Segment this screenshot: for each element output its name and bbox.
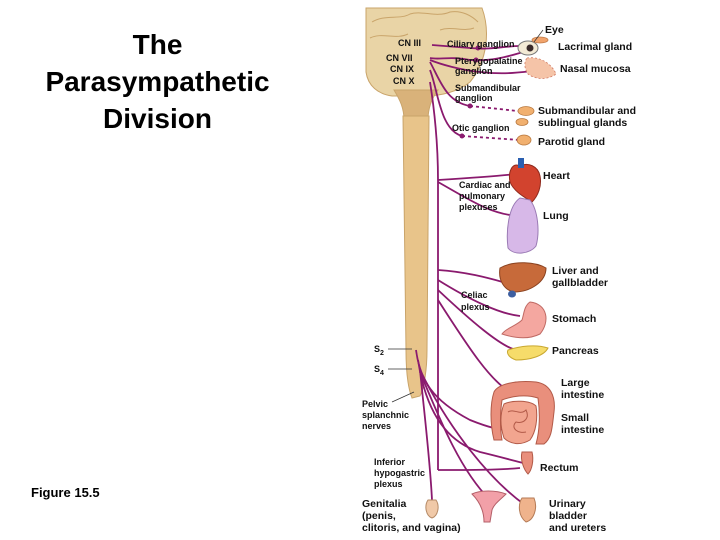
otic-postganglionic bbox=[461, 135, 521, 141]
genitalia-icon bbox=[425, 499, 439, 519]
large-intestine-label-1: Large bbox=[561, 377, 590, 389]
parotid-label: Parotid gland bbox=[538, 136, 605, 148]
lung-icon bbox=[506, 197, 539, 254]
vagus-intestine-branch bbox=[437, 299, 511, 393]
stomach-icon bbox=[501, 301, 547, 339]
submandibular-ganglion-node bbox=[467, 103, 473, 109]
cn9-nerve bbox=[429, 69, 463, 137]
sacral-outflow-6 bbox=[437, 467, 521, 471]
pelvic-splanchnic-label-1: Pelvic bbox=[362, 399, 388, 409]
celiac-plexus-label-1: Celiac bbox=[461, 290, 488, 300]
brain bbox=[365, 7, 487, 97]
eye-pupil-icon bbox=[526, 44, 534, 52]
urinary-label-2: bladder bbox=[549, 510, 587, 522]
s4-label: S4 bbox=[374, 364, 384, 377]
cn7-nerve-submandibular bbox=[429, 61, 471, 107]
hypogastric-label-3: plexus bbox=[374, 479, 403, 489]
otic-ganglion-label: Otic ganglion bbox=[452, 123, 510, 133]
genitalia-label-3: clitoris, and vagina) bbox=[362, 522, 461, 534]
urinary-bladder-icon bbox=[518, 497, 537, 523]
celiac-plexus-label-2: plexus bbox=[461, 302, 490, 312]
small-intestine-coils bbox=[507, 409, 528, 433]
ciliary-ganglion-label: Ciliary ganglion bbox=[447, 39, 515, 49]
sublingual-gland-icon bbox=[515, 118, 529, 126]
hypogastric-label-2: hypogastric bbox=[374, 468, 425, 478]
submandibular-ganglion-label-1: Submandibular bbox=[455, 83, 521, 93]
cardiac-plexus-label-2: pulmonary bbox=[459, 191, 505, 201]
parotid-gland-icon bbox=[516, 134, 532, 146]
cn7-label: CN VII bbox=[386, 53, 413, 63]
submandibular-gland-icon bbox=[517, 106, 535, 116]
submandibular-glands-label-1: Submandibular and bbox=[538, 105, 636, 117]
nasal-mucosa-label: Nasal mucosa bbox=[560, 63, 631, 75]
cn3-label: CN III bbox=[398, 38, 421, 48]
cardiac-plexus-label-1: Cardiac and bbox=[459, 180, 511, 190]
s2-label: S2 bbox=[374, 344, 384, 357]
cn3-nerve bbox=[431, 44, 521, 50]
spinal-cord bbox=[402, 115, 430, 399]
stomach-label: Stomach bbox=[552, 313, 596, 325]
pelvic-splanchnic-pointer bbox=[391, 391, 415, 403]
large-intestine-label-2: intestine bbox=[561, 389, 604, 401]
small-intestine-label-2: intestine bbox=[561, 424, 604, 436]
heart-vessel-icon bbox=[518, 158, 524, 168]
sacral-outflow-4 bbox=[419, 371, 491, 501]
submandibular-postganglionic bbox=[469, 105, 526, 113]
title-line-3: Division bbox=[103, 103, 212, 134]
liver-label-2: gallbladder bbox=[552, 277, 608, 289]
lacrimal-gland-icon bbox=[531, 36, 549, 44]
large-intestine-icon bbox=[490, 381, 555, 445]
pelvic-splanchnic-label-3: nerves bbox=[362, 421, 391, 431]
nasal-mucosa-icon bbox=[524, 57, 557, 79]
cn9-label: CN IX bbox=[390, 64, 414, 74]
genitalia-label-1: Genitalia bbox=[362, 498, 407, 510]
urinary-label-1: Urinary bbox=[549, 498, 586, 510]
liver-label-1: Liver and bbox=[552, 265, 599, 277]
cn7-nerve-nasal bbox=[429, 59, 541, 75]
cn7-nerve-lacrimal bbox=[429, 49, 531, 62]
pancreas-label: Pancreas bbox=[552, 345, 599, 357]
urinary-label-3: and ureters bbox=[549, 522, 606, 534]
lung-label: Lung bbox=[543, 210, 569, 222]
submandibular-glands-label-2: sublingual glands bbox=[538, 117, 627, 129]
pterygopalatine-label-1: Pterygopalatine bbox=[455, 56, 523, 66]
sacral-outflow-5 bbox=[421, 373, 526, 506]
eye-pointer bbox=[533, 29, 544, 43]
title-line-2: Parasympathetic bbox=[45, 66, 270, 97]
pterygopalatine-label-2: ganglion bbox=[455, 66, 493, 76]
genitalia-label-2: (penis, bbox=[362, 510, 396, 522]
ciliary-ganglion-node bbox=[475, 45, 481, 51]
rectum-label: Rectum bbox=[540, 462, 579, 474]
title-line-1: The bbox=[132, 29, 183, 60]
pterygopalatine-ganglion-node bbox=[473, 57, 479, 63]
lacrimal-label: Lacrimal gland bbox=[558, 41, 632, 53]
hypogastric-label-1: Inferior bbox=[374, 457, 406, 467]
heart-icon bbox=[509, 163, 541, 203]
submandibular-ganglion-label-2: ganglion bbox=[455, 93, 493, 103]
vagus-nerve bbox=[429, 81, 439, 470]
small-intestine-label-1: Small bbox=[561, 412, 589, 424]
cn10-label: CN X bbox=[393, 76, 415, 86]
slide-title: The Parasympathetic Division bbox=[20, 26, 295, 137]
gallbladder-icon bbox=[508, 290, 516, 298]
vagus-pancreas-branch bbox=[437, 289, 517, 351]
liver-icon bbox=[499, 262, 547, 293]
otic-ganglion-node bbox=[459, 133, 465, 139]
cardiac-plexus-label-3: plexuses bbox=[459, 202, 498, 212]
rectum-icon bbox=[521, 451, 534, 475]
uterus-icon bbox=[471, 490, 507, 523]
eye-label: Eye bbox=[545, 24, 564, 36]
pancreas-icon bbox=[507, 345, 549, 361]
figure-caption: Figure 15.5 bbox=[31, 485, 100, 500]
brain-folds bbox=[369, 11, 479, 39]
sacral-outflow-3 bbox=[419, 369, 433, 501]
vagus-stomach-branch bbox=[437, 279, 521, 317]
sacral-outflow-2 bbox=[417, 359, 529, 465]
pelvic-splanchnic-label-2: splanchnic bbox=[362, 410, 409, 420]
heart-label: Heart bbox=[543, 170, 570, 182]
